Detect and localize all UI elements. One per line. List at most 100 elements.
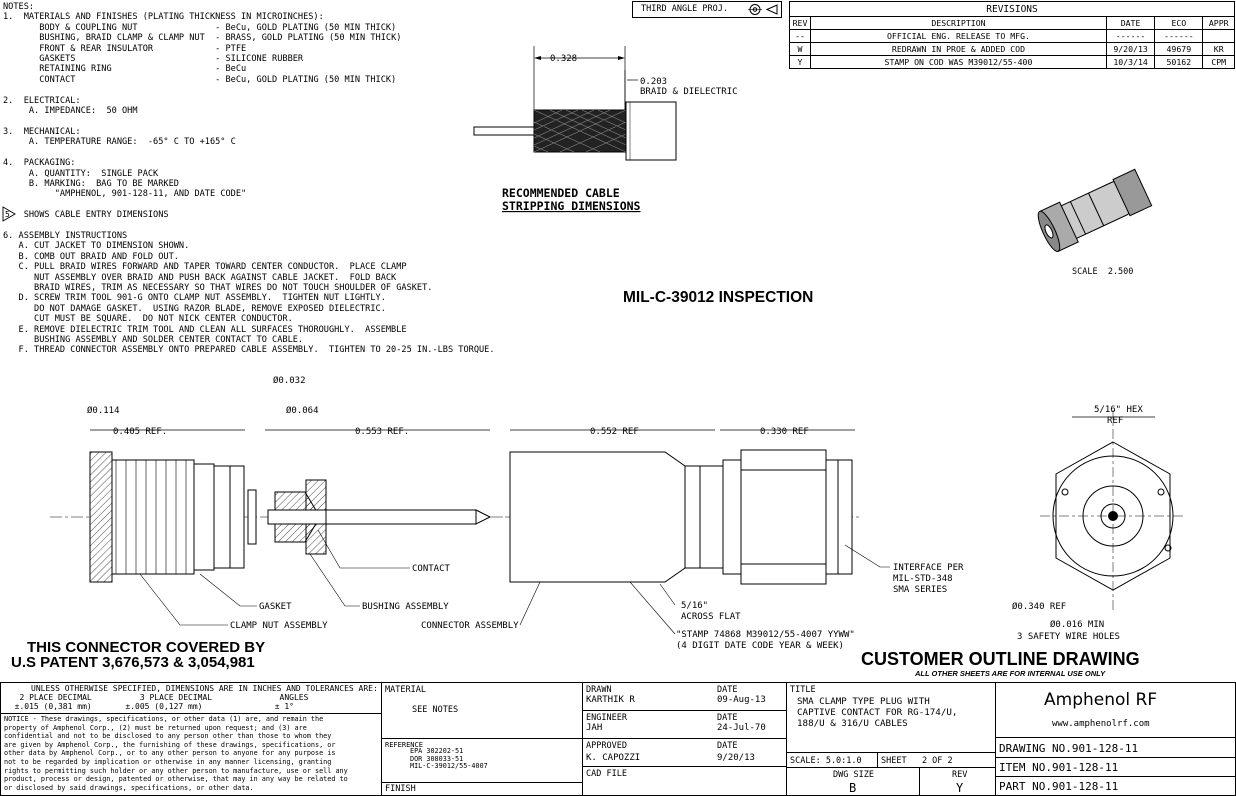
rev-cell: KR	[1202, 42, 1235, 56]
tolerance-line-3: ±.015 (0,381 mm) ±.005 (0,127 mm) ± 1°	[5, 702, 294, 711]
notice-box: NOTICE - These drawings, specifications,…	[0, 713, 382, 796]
note-4b: B. MARKING: BAG TO BE MARKED	[28, 178, 179, 189]
part-no-box: PART NO.901-128-11	[995, 776, 1236, 796]
rev-cell: 9/20/13	[1105, 42, 1156, 56]
material-finish: - BeCu	[215, 64, 247, 75]
drawn-label: DRAWN	[586, 685, 612, 695]
callout-interface-1: INTERFACE PER	[893, 563, 964, 573]
dim-0553-ref: 0.553 REF.	[355, 427, 409, 437]
tolerance-box: UNLESS OTHERWISE SPECIFIED, DIMENSIONS A…	[0, 682, 382, 714]
sheet-value: SHEET 2 OF 2	[881, 756, 953, 766]
material-box: MATERIAL SEE NOTES	[381, 682, 583, 739]
dim-d0340: Ø0.340 REF	[1012, 601, 1066, 612]
inspection-title: MIL-C-39012 INSPECTION	[623, 289, 814, 306]
strip-dim-0203: 0.203	[640, 77, 667, 87]
drawn-date-label: DATE	[717, 685, 738, 695]
note-3: 3. MECHANICAL:	[3, 126, 81, 137]
title-box: TITLE SMA CLAMP TYPE PLUG WITH CAPTIVE C…	[786, 682, 996, 753]
material-part: BODY & COUPLING NUT	[39, 22, 138, 33]
callout-interface-3: SMA SERIES	[893, 585, 947, 595]
dwg-size-value: B	[849, 781, 857, 795]
callout-stamp-2: (4 DIGIT DATE CODE YEAR & WEEK)	[676, 641, 844, 651]
patent-line-2: U.S PATENT 3,676,573 & 3,054,981	[11, 654, 255, 671]
engineer-box: ENGINEER JAH DATE 24-Jul-70	[582, 710, 787, 739]
patent-line-1: THIS CONNECTOR COVERED BY	[27, 639, 266, 656]
material-label: MATERIAL	[385, 685, 426, 695]
rev-cell	[1202, 29, 1235, 43]
assembly-step: DO NOT DAMAGE GASKET. USING RAZOR BLADE,…	[18, 303, 386, 314]
material-part: BUSHING, BRAID CLAMP & CLAMP NUT	[39, 33, 205, 44]
note-5: SHOWS CABLE ENTRY DIMENSIONS	[23, 210, 169, 221]
company-website[interactable]: www.amphenolrf.com	[1052, 719, 1150, 729]
rev-cell: CPM	[1202, 55, 1235, 69]
callout-gasket: GASKET	[259, 602, 292, 612]
assembly-step: BRAID WIRES, TRIM AS NECESSARY SO THAT W…	[18, 282, 433, 293]
engineer-value: JAH	[586, 723, 603, 733]
title-label: TITLE	[790, 685, 816, 695]
assembly-step: C. PULL BRAID WIRES FORWARD AND TAPER TO…	[18, 262, 407, 273]
rev-cell: 50162	[1154, 55, 1204, 69]
strip-title-1: RECOMMENDED CABLE	[502, 186, 620, 200]
scale-label: SCALE 2.500	[1072, 267, 1134, 277]
assembly-list: A. CUT JACKET TO DIMENSION SHOWN. B. COM…	[3, 241, 495, 355]
rev-label: REV	[952, 770, 968, 780]
rev-header-cell: DATE	[1105, 16, 1156, 30]
assembly-step: CUT MUST BE SQUARE. DO NOT NICK CENTER C…	[18, 314, 293, 325]
rev-value: Y	[956, 781, 964, 795]
rev-header-cell: ECO	[1154, 16, 1204, 30]
drawn-box: DRAWN KARTHIK R DATE 09-Aug-13	[582, 682, 787, 711]
note-4: 4. PACKAGING:	[3, 158, 76, 169]
dim-d0114: Ø0.114	[87, 405, 120, 416]
dwg-size-label: DWG SIZE	[833, 770, 874, 780]
dim-0552-ref: 0.552 REF	[590, 427, 639, 437]
notes-heading: NOTES:	[3, 2, 35, 12]
callout-stamp-1: "STAMP 74868 M39012/55-4007 YYWW"	[676, 630, 855, 640]
title-value: SMA CLAMP TYPE PLUG WITH CAPTIVE CONTACT…	[797, 696, 958, 729]
dim-holes: 3 SAFETY WIRE HOLES	[1017, 632, 1120, 642]
note-1: 1. MATERIALS AND FINISHES (PLATING THICK…	[3, 12, 324, 23]
notice-text: NOTICE - These drawings, specifications,…	[4, 715, 348, 792]
dim-hex-ref: REF	[1107, 416, 1123, 426]
drawn-value: KARTHIK R	[586, 695, 635, 705]
scale-box: SCALE: 5.0:1.0	[786, 752, 878, 768]
callout-clamp-nut: CLAMP NUT ASSEMBLY	[230, 621, 328, 631]
third-angle-label: THIRD ANGLE PROJ.	[641, 4, 728, 14]
material-finish: - PTFE	[215, 43, 247, 54]
assembly-step: NUT ASSEMBLY OVER BRAID AND PUSH BACK AG…	[18, 272, 397, 283]
note-2a: A. IMPEDANCE: 50 OHM	[28, 106, 138, 117]
material-finish: - SILICONE RUBBER	[215, 54, 304, 65]
callout-flat-1: 5/16"	[681, 601, 708, 611]
reference-box: REFERENCE EPA 302202-51 DOR 308033-51 MI…	[381, 738, 583, 783]
callout-interface-2: MIL-STD-348	[893, 574, 953, 584]
part-no: PART NO.901-128-11	[999, 780, 1119, 793]
assembly-step: E. REMOVE DIELECTRIC TRIM TOOL AND CLEAN…	[18, 324, 407, 335]
sheet-box: SHEET 2 OF 2	[877, 752, 996, 768]
engineer-date: 24-Jul-70	[717, 723, 766, 733]
approved-label: APPROVED	[586, 741, 627, 751]
assembly-step: D. SCREW TRIM TOOL 901-G ONTO CLAMP NUT …	[18, 293, 386, 304]
cad-file-label: CAD FILE	[586, 769, 627, 779]
callout-contact: CONTACT	[412, 564, 451, 574]
material-finish: - BeCu, GOLD PLATING (50 MIN THICK)	[215, 22, 397, 33]
callout-bushing: BUSHING ASSEMBLY	[362, 602, 449, 612]
approved-date: 9/20/13	[717, 753, 755, 763]
rev-row: --OFFICIAL ENG. RELEASE TO MFG.---------…	[789, 29, 1235, 43]
finish-label: FINISH	[385, 784, 416, 794]
drawn-date: 09-Aug-13	[717, 695, 766, 705]
projection-symbol-icon	[748, 4, 778, 15]
flag-number: 5	[5, 210, 10, 219]
materials-list: BODY & COUPLING NUT - BeCu, GOLD PLATING…	[3, 23, 401, 85]
assembly-step: BUSHING ASSEMBLY AND SOLDER CENTER CONTA…	[18, 335, 304, 345]
note-4a: A. QUANTITY: SINGLE PACK	[28, 168, 159, 179]
notes-block: NOTES: 1. MATERIALS AND FINISHES (PLATIN…	[3, 2, 495, 356]
strip-dim-braid: BRAID & DIELECTRIC	[640, 87, 738, 97]
material-value: SEE NOTES	[412, 705, 459, 715]
flag-icon-note5: 5	[2, 206, 16, 222]
cad-file-box: CAD FILE	[582, 766, 787, 796]
connector-iso-view	[1037, 168, 1153, 253]
finish-box: FINISH	[381, 782, 583, 796]
approved-box: APPROVED K. CAPOZZI DATE 9/20/13	[582, 738, 787, 767]
